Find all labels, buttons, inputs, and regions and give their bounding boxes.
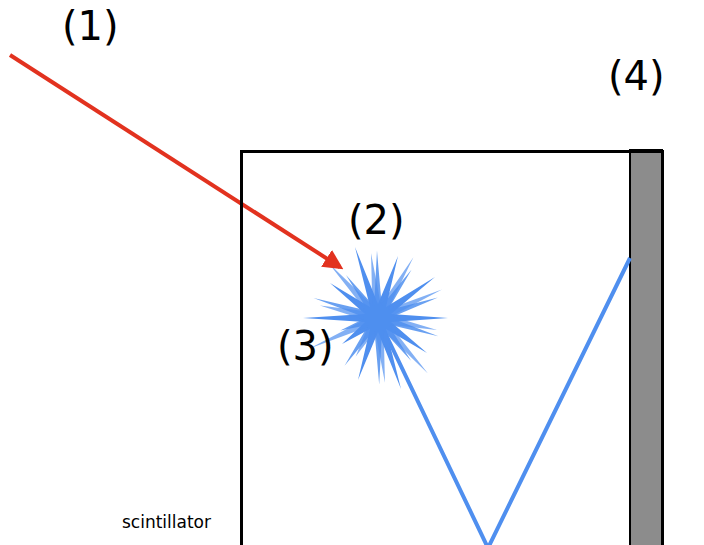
- scintillation-flash: [281, 225, 471, 414]
- callout-number: (3): [275, 326, 336, 366]
- incident-particle-arrow: [10, 55, 340, 267]
- photodetector-bar: [630, 150, 662, 545]
- material-label: scintillator: [122, 512, 211, 532]
- callout-number: (4): [606, 56, 667, 96]
- callout-number: (1): [60, 6, 121, 46]
- callout-number: (2): [346, 200, 407, 240]
